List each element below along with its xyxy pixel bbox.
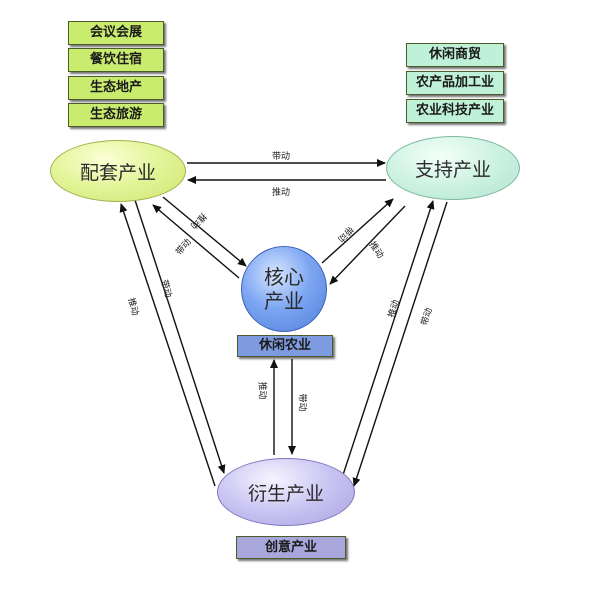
node-peitao-label: 配套产业 — [79, 161, 156, 184]
arrow-zhichi-to-yansheng — [352, 201, 448, 487]
arrow-yansheng-to-peitao — [119, 203, 216, 487]
arrow-hexin-to-peitao — [152, 204, 240, 279]
node-hexin-label-line2: 产业 — [264, 289, 304, 313]
node-yansheng-chanye: 衍生产业 — [217, 458, 355, 526]
tag-nongye-keji-chanye: 农业科技产业 — [406, 99, 504, 123]
arrow-hexin-to-zhichi — [321, 198, 394, 264]
tag-shengtai-lvyou: 生态旅游 — [68, 103, 164, 127]
node-yansheng-label: 衍生产业 — [247, 482, 324, 505]
tag-nongchanpin-jiagongye: 农产品加工业 — [406, 71, 504, 95]
tag-chuangyi-chanye: 创意产业 — [236, 536, 346, 559]
tag-xiuxian-shangmao: 休闲商贸 — [406, 43, 504, 67]
tag-huiyi-huizhan: 会议会展 — [68, 21, 164, 45]
arrow-zhichi-to-hexin — [329, 205, 406, 285]
arrow-label-peitao-to-zhichi: 带动 — [272, 152, 291, 162]
arrow-peitao-to-hexin — [162, 196, 247, 267]
tag-canyin-zhusu: 餐饮住宿 — [68, 48, 164, 72]
arrow-label-hexin-yansheng-down: 带动 — [296, 393, 307, 412]
tag-shengtai-dichan: 生态地产 — [68, 76, 164, 100]
node-hexin-label-line1: 核心 — [264, 265, 304, 289]
node-zhichi-label: 支持产业 — [414, 158, 491, 181]
node-hexin-chanye: 核心 产业 — [241, 246, 327, 332]
tag-xiuxian-nongye: 休闲农业 — [237, 335, 333, 357]
arrow-yansheng-to-zhichi — [342, 200, 435, 476]
arrow-peitao-to-yansheng — [134, 199, 226, 474]
arrow-label-zhichi-to-peitao: 推动 — [272, 188, 291, 198]
arrow-label-hexin-yansheng-up: 推动 — [256, 381, 267, 400]
node-zhichi-chanye: 支持产业 — [386, 136, 520, 200]
node-peitao-chanye: 配套产业 — [50, 140, 186, 202]
